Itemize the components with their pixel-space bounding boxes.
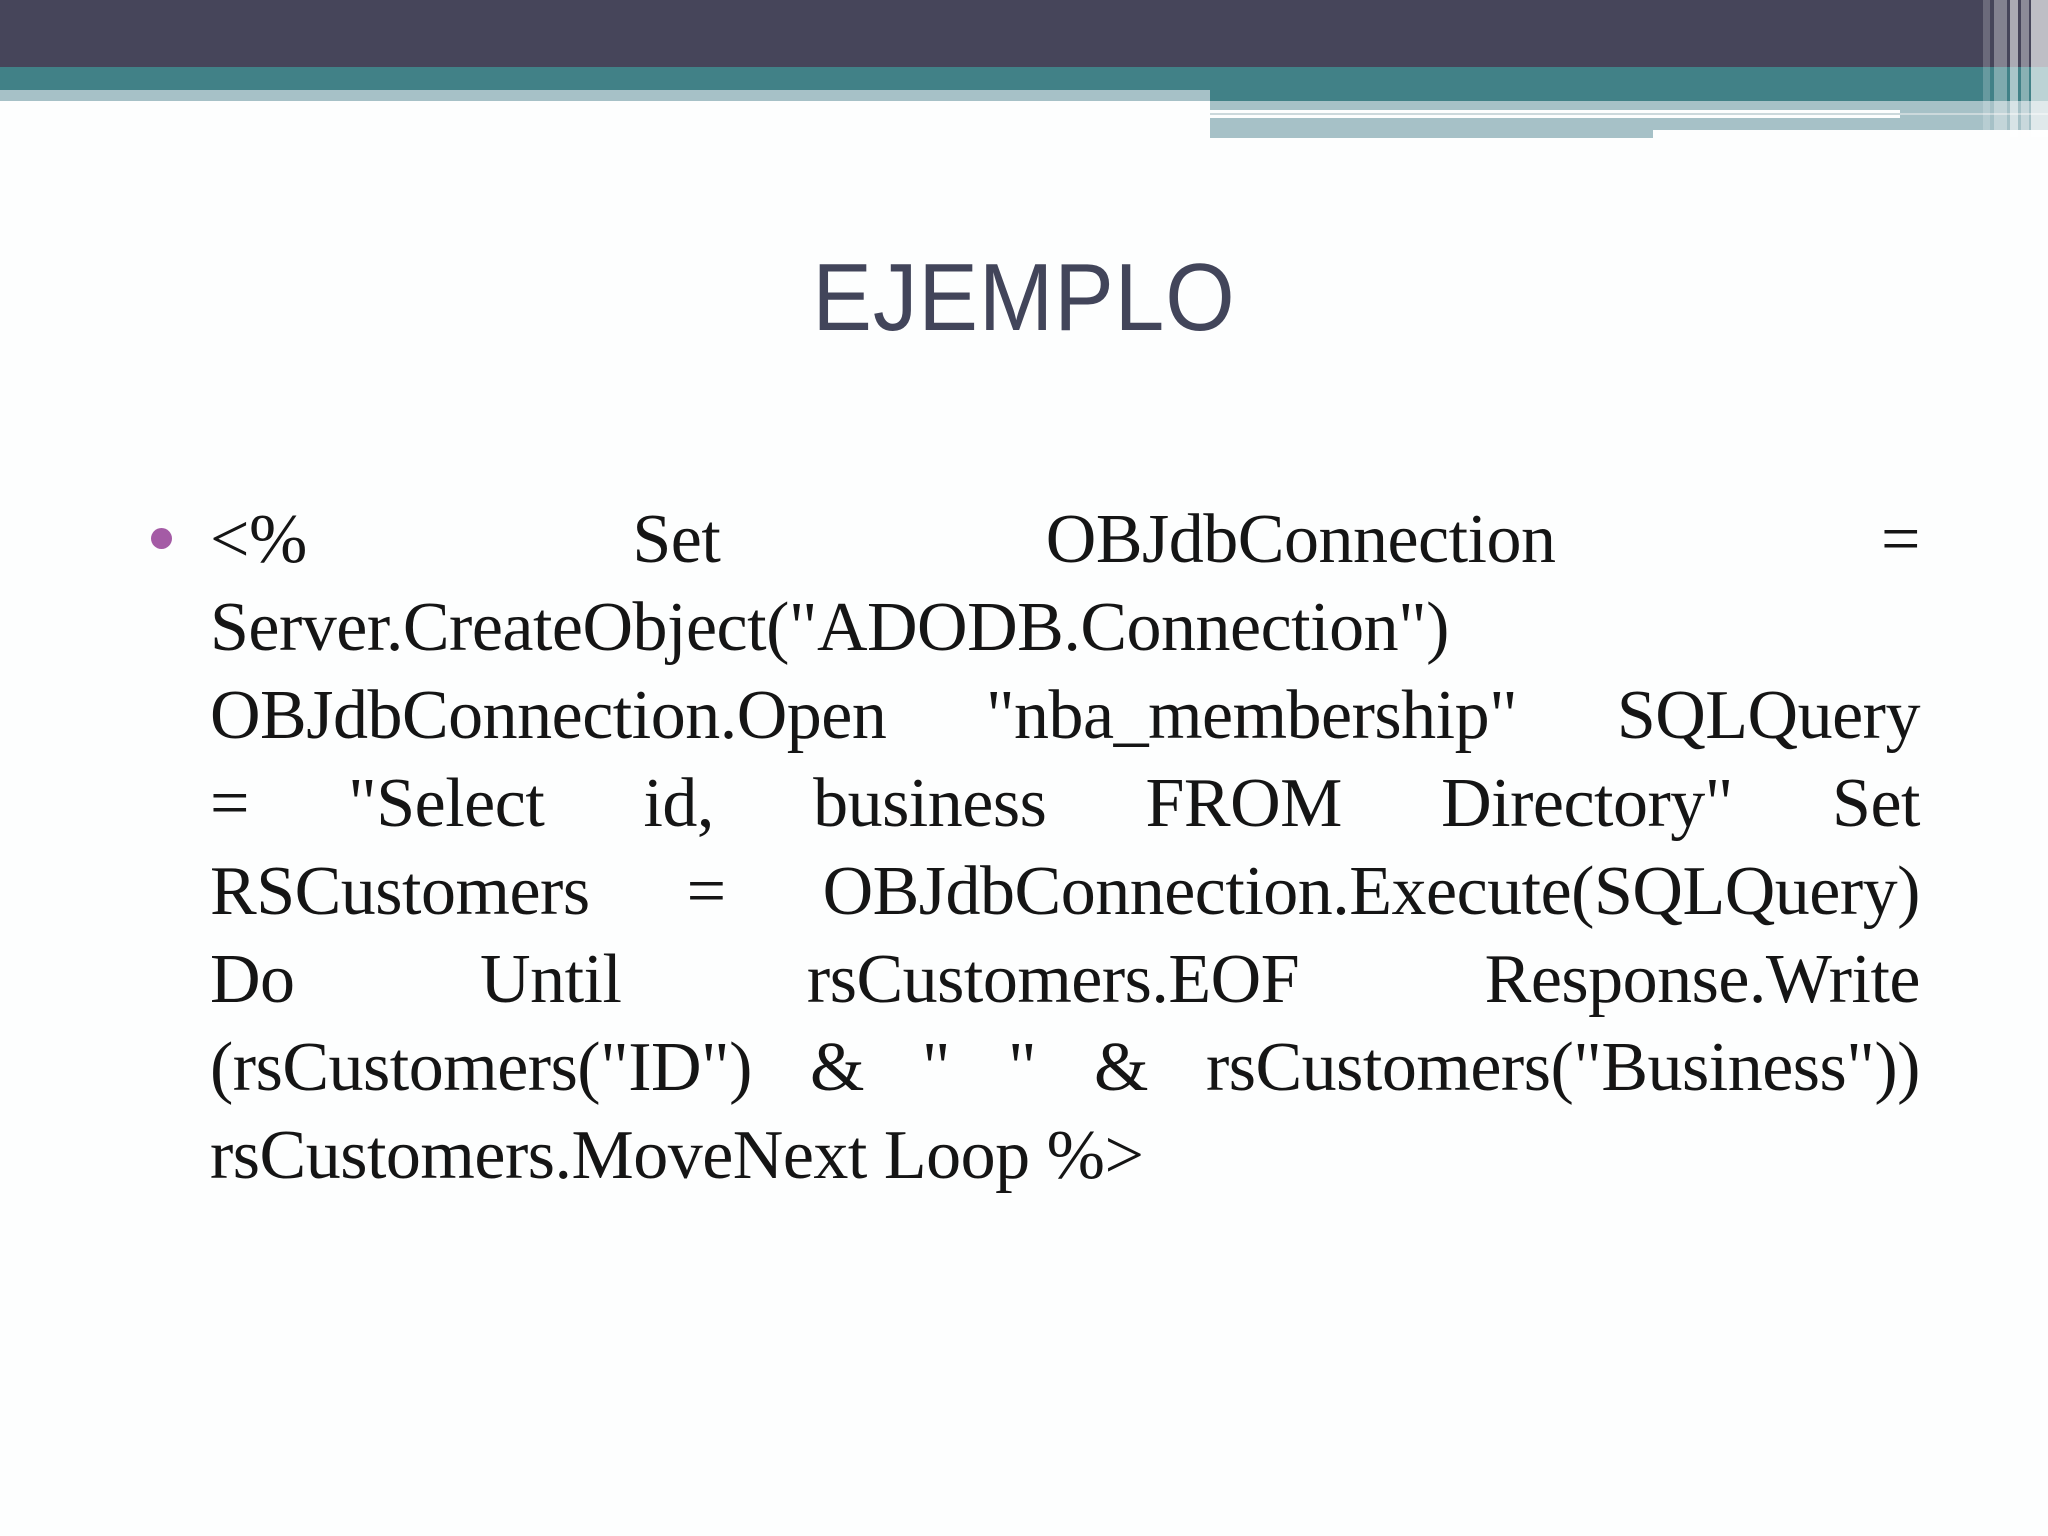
code-line: OBJdbConnection.Open "nba_membership" SQLQ…	[210, 672, 1921, 760]
code-line: RSCustomers = OBJdbConnection.Execute(SQLQ…	[210, 848, 1920, 936]
code-word: Directory"	[1441, 765, 1733, 842]
code-word: Set	[1832, 765, 1920, 842]
header-lightblue-strip-4	[1210, 130, 1653, 138]
code-word: "	[921, 1029, 951, 1106]
code-word: RSCustomers	[210, 853, 590, 930]
code-word: rsCustomers("Business"))	[1205, 1029, 1921, 1106]
code-word: rsCustomers.EOF	[806, 941, 1300, 1018]
code-word: Response.Write	[1484, 941, 1921, 1018]
code-word: &	[1094, 1029, 1148, 1106]
code-line: <% Set OBJdbConnection =	[210, 496, 1920, 584]
code-word: OBJdbConnection.Execute(SQLQuery)	[822, 853, 1921, 930]
header-lightblue-band-left	[0, 90, 1210, 101]
code-line: Do Until rsCustomers.EOF Response.Write	[210, 936, 1920, 1024]
code-word: business	[813, 765, 1047, 842]
slide-title: EJEMPLO	[812, 244, 1236, 351]
code-line: = "Select id, business FROM Directory" Set	[210, 760, 1920, 848]
code-word: FROM	[1145, 765, 1342, 842]
code-word: OBJdbConnection	[1045, 501, 1556, 578]
code-word: =	[686, 853, 726, 930]
code-word: id,	[643, 765, 714, 842]
code-word: =	[1881, 501, 1920, 578]
code-word: "Select	[348, 765, 545, 842]
code-word: (rsCustomers("ID")	[210, 1029, 752, 1106]
code-word: &	[809, 1029, 864, 1106]
code-word: OBJdbConnection.Open	[210, 677, 887, 754]
header-lightblue-strip-3	[1210, 118, 2048, 130]
code-line: Server.CreateObject("ADODB.Connection")	[210, 589, 1449, 666]
header-lightblue-strip-1	[1210, 101, 2048, 110]
code-word: =	[210, 765, 249, 842]
code-word: "nba_membership"	[985, 677, 1518, 754]
code-word: Until	[480, 941, 622, 1018]
code-word: Do	[210, 941, 295, 1018]
header-dark-bar	[0, 0, 2048, 67]
header-faint-line	[1210, 113, 2048, 115]
code-word: Set	[632, 501, 721, 578]
bullet-icon	[151, 528, 172, 549]
code-word: "	[1007, 1029, 1037, 1106]
code-word: <%	[210, 501, 307, 578]
body-text: <% Set OBJdbConnection = Server.CreateObject…	[210, 496, 1921, 1200]
code-line: (rsCustomers("ID")&""&rsCustomers("Busin…	[210, 1024, 1920, 1112]
code-word: SQLQuery	[1616, 677, 1921, 754]
code-line: rsCustomers.MoveNext Loop %>	[210, 1117, 1144, 1194]
